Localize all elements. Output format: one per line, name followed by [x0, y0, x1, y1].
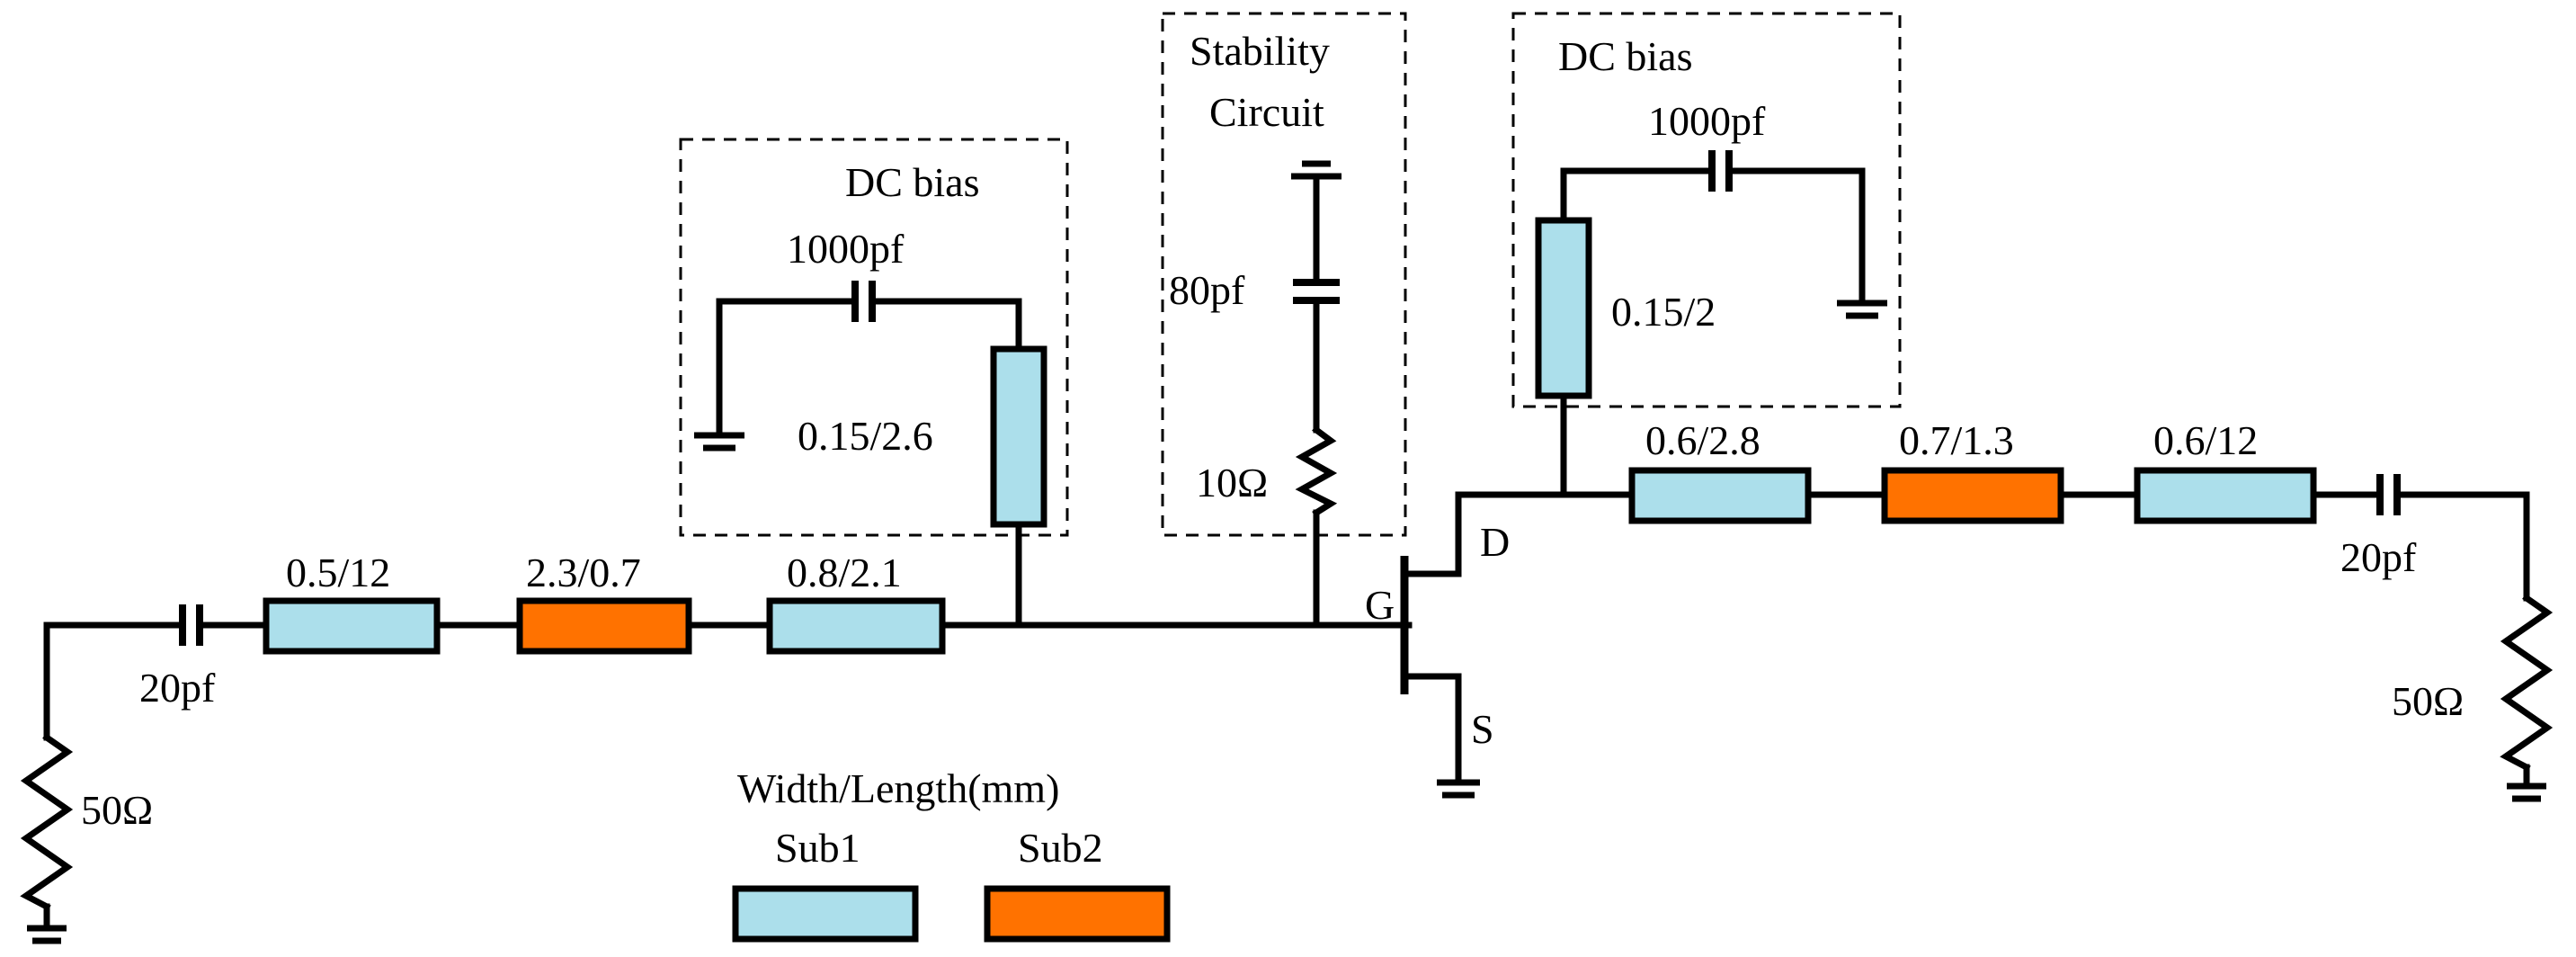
tl-input-1: [263, 597, 441, 655]
gate-dc-bias-title: DC bias: [845, 159, 980, 205]
drain-dc-bias: DC bias 0.15/2 1000pf: [1511, 12, 1902, 498]
stability-capacitor: [1293, 279, 1340, 304]
legend-sub2-swatch: [984, 885, 1171, 943]
tl-output-1-label: 0.6/2.8: [1645, 417, 1760, 463]
gate-dc-bias: DC bias 0.15/2.6 1000pf: [679, 138, 1069, 629]
legend-sub2-label: Sub2: [1018, 825, 1103, 871]
tl-output-2: [1881, 467, 2064, 524]
stability-title-line2: Circuit: [1209, 89, 1324, 135]
input-capacitor-label: 20pf: [139, 665, 216, 711]
gate-dc-bias-box: [679, 138, 1069, 537]
tl-output-2-label: 0.7/1.3: [1899, 417, 2014, 463]
stability-resistor: [1295, 425, 1338, 517]
tl-input-1-label: 0.5/12: [286, 550, 390, 595]
input-capacitor: [179, 604, 203, 646]
tl-input-3-label: 0.8/2.1: [787, 550, 902, 595]
drain-bias-capacitor: [1708, 150, 1733, 192]
drain-bias-ground-wire: [1728, 167, 1866, 305]
tl-drain-bias: [1535, 217, 1592, 399]
tl-output-3: [2134, 467, 2317, 524]
input-resistor-label: 50Ω: [81, 787, 153, 833]
stability-circuit: Stability Circuit 80pf 10Ω: [1161, 12, 1407, 629]
tl-gate-bias: [990, 345, 1047, 528]
tl-gate-bias-label: 0.15/2.6: [798, 413, 933, 459]
output-resistor-label: 50Ω: [2392, 678, 2464, 724]
source-label: S: [1471, 706, 1494, 752]
tl-input-2: [516, 597, 692, 655]
gate-bias-capacitor-label: 1000pf: [787, 226, 905, 272]
input-ground-icon: [27, 925, 67, 944]
output-resistor: [2500, 594, 2554, 772]
legend: Width/Length(mm) Sub1 Sub2: [732, 765, 1171, 943]
drain-bias-top-wire: [1560, 167, 1712, 224]
tl-input-2-label: 2.3/0.7: [526, 550, 641, 595]
gate-bias-ground-wire: [716, 298, 856, 437]
transistor-drain-lead: [1401, 491, 1462, 577]
legend-title: Width/Length(mm): [737, 765, 1059, 811]
wire-cap-to-load: [2396, 491, 2530, 602]
drain-bias-ground-icon: [1837, 300, 1887, 319]
gate-bias-capacitor: [851, 281, 876, 322]
drain-dc-bias-box: [1511, 12, 1902, 408]
transistor: G D S: [1365, 491, 1510, 799]
output-network: 0.6/2.8 0.7/1.3 0.6/12 20pf 50Ω: [1455, 417, 2554, 802]
tl-drain-bias-label: 0.15/2: [1611, 289, 1716, 335]
stability-title-line1: Stability: [1190, 28, 1330, 74]
tl-input-3: [766, 597, 946, 655]
drain-bias-capacitor-label: 1000pf: [1648, 98, 1766, 144]
output-capacitor-label: 20pf: [2340, 534, 2417, 580]
transistor-source-lead: [1401, 673, 1462, 784]
input-resistor: [20, 733, 74, 911]
legend-sub1-label: Sub1: [775, 825, 860, 871]
source-ground-icon: [1437, 779, 1480, 799]
stability-resistor-label: 10Ω: [1196, 460, 1268, 505]
legend-sub1-swatch: [732, 885, 919, 943]
output-capacitor: [2376, 474, 2401, 515]
drain-dc-bias-title: DC bias: [1558, 33, 1693, 79]
tl-output-1: [1628, 467, 1812, 524]
output-ground-icon: [2507, 783, 2546, 802]
stability-capacitor-label: 80pf: [1169, 267, 1245, 313]
tl-output-3-label: 0.6/12: [2153, 417, 2258, 463]
gate-label: G: [1365, 582, 1395, 628]
gate-bias-ground-icon: [694, 432, 744, 452]
stability-circuit-box: [1161, 12, 1407, 537]
input-network: 50Ω 20pf 0.5/12 2.3/0.7 0.8/2.1: [20, 550, 1413, 944]
gate-bias-top-wire: [871, 298, 1022, 353]
drain-label: D: [1480, 519, 1510, 565]
